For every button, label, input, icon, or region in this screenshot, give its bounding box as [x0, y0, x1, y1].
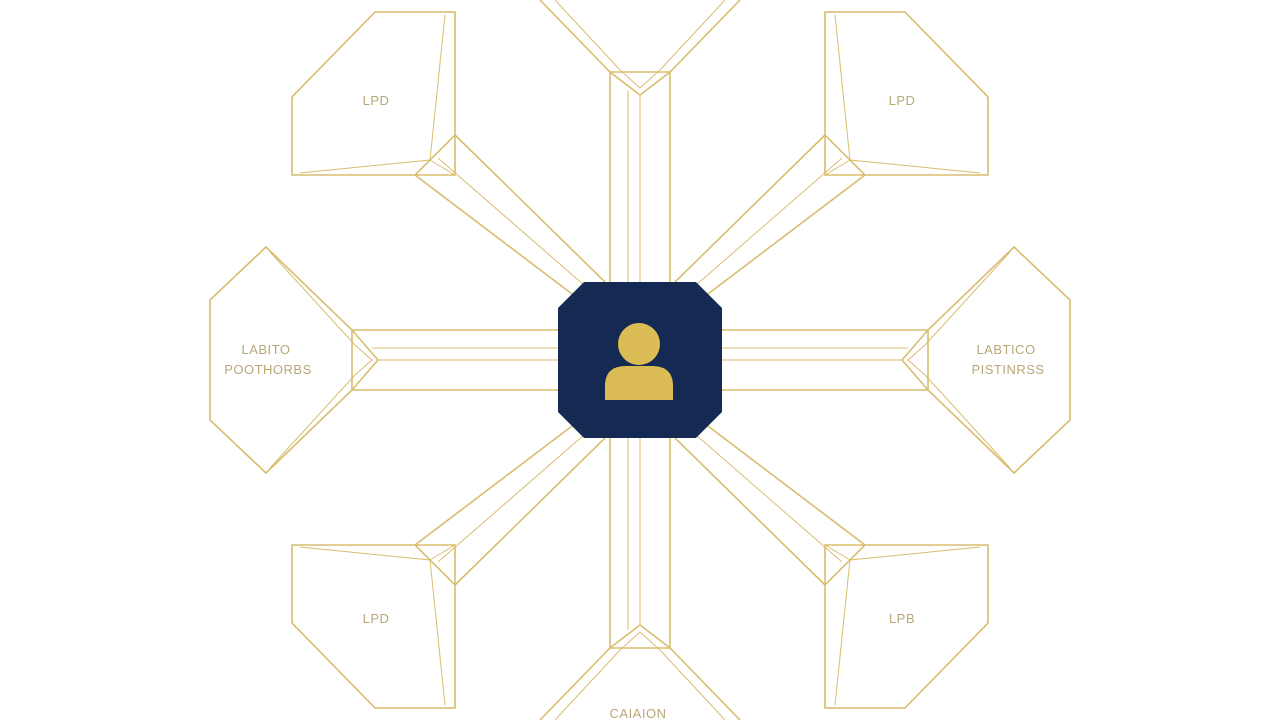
connector-top-right	[673, 133, 867, 301]
node-top-right: LPD	[824, 11, 989, 176]
node-bottom-left: LPD	[291, 544, 456, 709]
node-top-right-label: LPD	[889, 93, 916, 108]
user-icon	[605, 323, 673, 400]
node-bottom: CAIAION	[539, 623, 741, 720]
node-top-left: LPD	[291, 11, 456, 176]
connector-bottom-left	[413, 419, 607, 587]
connector-right	[722, 329, 929, 391]
node-bottom-right: LPB	[824, 544, 989, 709]
node-bottom-right-label: LPB	[889, 611, 915, 626]
node-bottom-left-label: LPD	[363, 611, 390, 626]
node-bottom-label: CAIAION	[610, 706, 667, 720]
node-right: LABTICO PISTINRSS	[900, 245, 1071, 475]
connector-bottom-right	[673, 419, 867, 587]
node-top-left-label: LPD	[363, 93, 390, 108]
connector-left	[351, 329, 558, 391]
connector-top	[609, 71, 671, 282]
node-left-label-line1: LABITO	[241, 342, 290, 357]
node-left-label-line2: POOTHORBS	[224, 362, 312, 377]
connector-top-left	[413, 133, 607, 301]
connector-bottom	[609, 438, 671, 649]
center-hub[interactable]	[558, 282, 722, 438]
node-left: LABITO POOTHORBS	[209, 245, 380, 475]
node-right-label-line1: LABTICO	[976, 342, 1035, 357]
node-right-label-line2: PISTINRSS	[971, 362, 1044, 377]
node-top	[539, 0, 741, 97]
